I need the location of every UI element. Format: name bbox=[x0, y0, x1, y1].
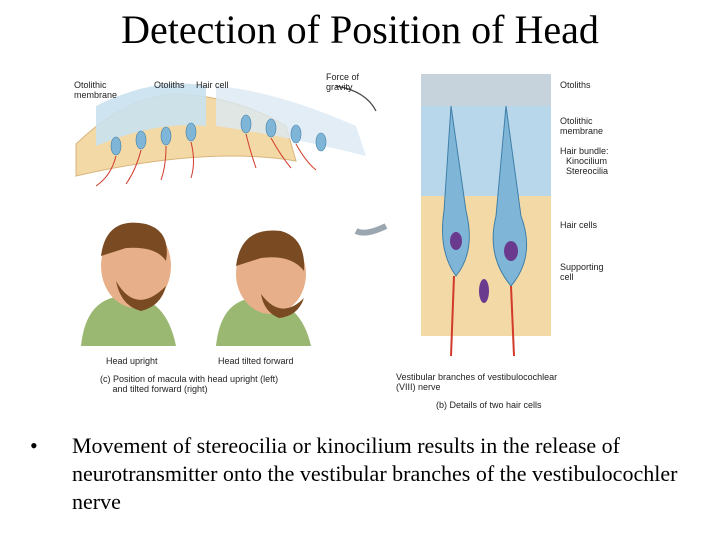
head-tilted-illustration bbox=[216, 230, 311, 346]
bullet-text: Movement of stereocilia or kinocilium re… bbox=[72, 433, 678, 514]
label-hair-bundle: Hair bundle: bbox=[560, 146, 609, 156]
bullet-marker: • bbox=[30, 433, 38, 458]
label-otoliths-a: Otoliths bbox=[154, 80, 185, 90]
hair-cell-detail bbox=[421, 74, 551, 357]
label-force-of-gravity: Force of gravity bbox=[326, 72, 360, 92]
label-hair-cells: Hair cells bbox=[560, 220, 598, 230]
label-supporting-cell: Supporting cell bbox=[560, 262, 604, 282]
caption-b: (b) Details of two hair cells bbox=[436, 400, 542, 410]
label-stereocilia: Stereocilia bbox=[566, 166, 609, 176]
label-vestibular-nerve: Vestibular branches of vestibulocochlear… bbox=[396, 372, 558, 392]
label-otolithic-membrane-b: Otolithic membrane bbox=[560, 116, 604, 136]
macula-diagram bbox=[75, 83, 388, 236]
label-otoliths-b: Otoliths bbox=[560, 80, 591, 90]
caption-c: (c) Position of macula with head upright… bbox=[100, 374, 279, 394]
label-kinocilium: Kinocilium bbox=[566, 156, 608, 166]
head-position-figure: Otolithic membrane Otoliths Hair cell Fo… bbox=[66, 66, 626, 414]
label-otolithic-membrane-a: Otolithic membrane bbox=[74, 80, 118, 100]
label-head-upright: Head upright bbox=[106, 356, 158, 366]
figure-illustration bbox=[75, 74, 551, 357]
label-hair-cell-a: Hair cell bbox=[196, 80, 229, 90]
head-upright-illustration bbox=[81, 222, 176, 346]
label-head-tilted: Head tilted forward bbox=[218, 356, 294, 366]
slide-title: Detection of Position of Head bbox=[121, 7, 599, 52]
